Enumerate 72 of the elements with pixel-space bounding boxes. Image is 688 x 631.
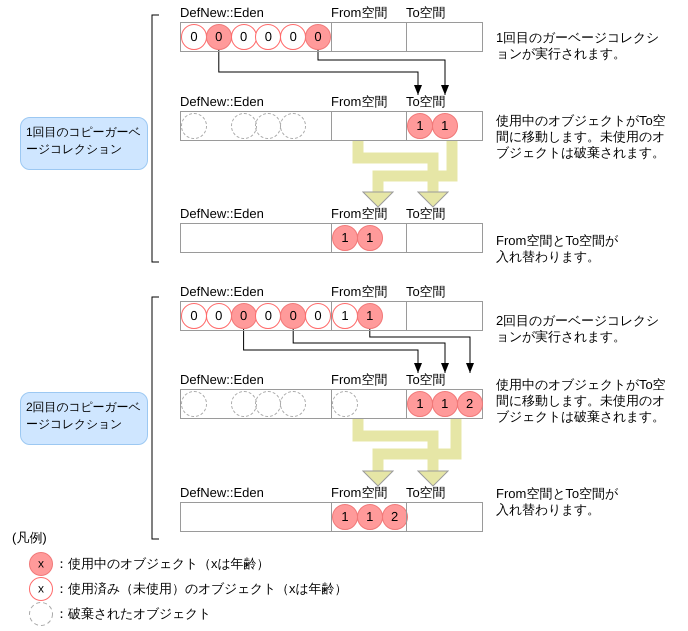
- used-object: 0: [255, 24, 282, 50]
- region-label: DefNew::Eden: [180, 95, 264, 109]
- region-label: From空間: [331, 207, 388, 221]
- used-object: 0: [230, 24, 257, 50]
- legend-text: ：破棄されたオブジェクト: [55, 607, 211, 621]
- arrow: [243, 328, 422, 374]
- used-object: 0: [181, 24, 207, 50]
- block-arrow: [352, 419, 448, 486]
- description-text: 使用中のオブジェクトがTo空間に移動します。未使用のオブジェクトは破棄されます。: [496, 113, 667, 161]
- region-label: DefNew::Eden: [180, 373, 264, 387]
- region-label: To空間: [406, 373, 446, 387]
- live-object: 1: [432, 113, 458, 139]
- region-label: To空間: [406, 207, 446, 221]
- legend-text: ：使用済み（未使用）のオブジェクト（xは年齢）: [55, 582, 348, 596]
- discarded-object: [255, 113, 282, 139]
- live-object: 1: [407, 391, 433, 417]
- live-object: 2: [456, 391, 483, 417]
- phase-box: 1回目のコピーガーベージコレクション: [20, 117, 148, 170]
- live-object: 1: [356, 225, 383, 251]
- discarded-object: [230, 113, 257, 139]
- description-text: 使用中のオブジェクトがTo空間に移動します。未使用のオブジェクトは破棄されます。: [496, 377, 667, 425]
- region-label: To空間: [406, 285, 446, 299]
- used-object: 1: [332, 303, 358, 329]
- live-object: 0: [280, 303, 306, 329]
- description-text: From空間とTo空間が入れ替わります。: [496, 233, 620, 265]
- live-object: 1: [356, 303, 383, 329]
- region-label: From空間: [331, 6, 388, 20]
- description-text: 2回目のガーベージコレクションが実行されます。: [496, 313, 660, 345]
- region-label: DefNew::Eden: [180, 207, 264, 221]
- block-arrow: [352, 141, 448, 208]
- phase-box: 2回目のコピーガーベージコレクション: [20, 392, 148, 445]
- used-object: 0: [255, 303, 282, 329]
- discarded-object: [230, 391, 257, 417]
- region-label: DefNew::Eden: [180, 285, 264, 299]
- region-label: DefNew::Eden: [180, 6, 264, 20]
- discarded-object: [280, 391, 306, 417]
- live-object: 0: [206, 24, 232, 50]
- used-object: 0: [305, 303, 331, 329]
- arrow: [218, 50, 422, 96]
- region-label: From空間: [331, 285, 388, 299]
- arrow: [369, 328, 474, 374]
- live-object: 1: [332, 225, 358, 251]
- description-text: From空間とTo空間が入れ替わります。: [496, 486, 620, 518]
- region-label: From空間: [331, 486, 388, 500]
- legend-text: ：使用中のオブジェクト（xは年齢）: [55, 557, 270, 571]
- region-label: To空間: [406, 486, 446, 500]
- live-object: 1: [332, 504, 358, 530]
- age-symbol: x: [38, 582, 44, 596]
- discarded-object: [332, 391, 358, 417]
- live-object: 1: [356, 504, 383, 530]
- discarded-object: [255, 391, 282, 417]
- used-object: 0: [206, 303, 232, 329]
- region-label: To空間: [406, 95, 446, 109]
- discarded-object: [181, 391, 207, 417]
- description-text: 1回目のガーベージコレクションが実行されます。: [496, 30, 660, 62]
- region-label: From空間: [331, 373, 388, 387]
- live-object: 2: [382, 504, 408, 530]
- used-object: 0: [280, 24, 306, 50]
- discarded-object: [181, 113, 207, 139]
- region-label: To空間: [406, 6, 446, 20]
- discarded-object: [280, 113, 306, 139]
- age-symbol: x: [38, 558, 44, 570]
- live-object: 1: [432, 391, 458, 417]
- arrow: [292, 328, 449, 374]
- legend-heading: (凡例): [12, 531, 47, 545]
- live-object: 0: [305, 24, 331, 50]
- live-object: 0: [230, 303, 257, 329]
- live-object: 1: [407, 113, 433, 139]
- region-label: From空間: [331, 95, 388, 109]
- region-label: DefNew::Eden: [180, 486, 264, 500]
- arrow: [318, 50, 449, 96]
- used-object: 0: [181, 303, 207, 329]
